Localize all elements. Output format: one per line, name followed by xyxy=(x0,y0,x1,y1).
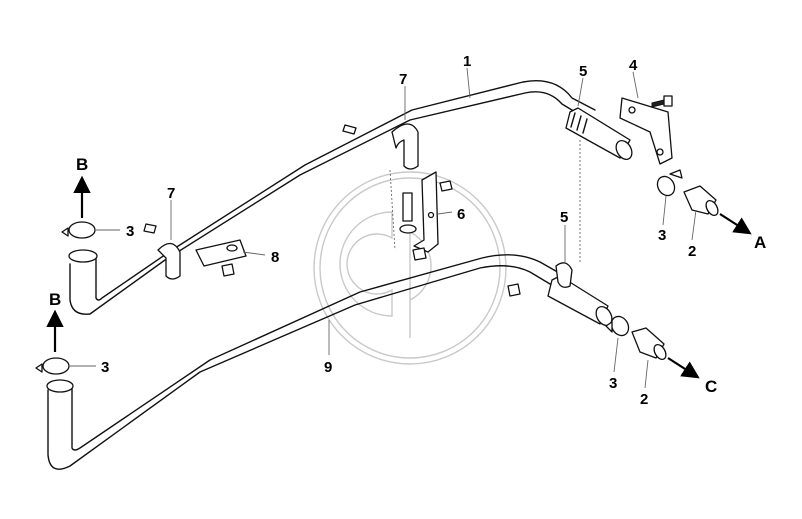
leader-lines xyxy=(70,67,697,389)
pipe-end-lower xyxy=(547,275,613,326)
callout-3-lower-left: 3 xyxy=(101,359,109,376)
callout-5-upper: 5 xyxy=(579,63,587,80)
hose-clamp-3-lower-right xyxy=(605,315,630,337)
hose-clamp-3-upper-right xyxy=(656,169,683,197)
flow-label-C: C xyxy=(705,377,717,396)
bracket-part-6 xyxy=(399,171,453,261)
callout-3-lower-right: 3 xyxy=(609,375,617,392)
fitting-part-2-lower xyxy=(631,327,667,361)
flow-label-A: A xyxy=(754,233,766,252)
callout-7-upper: 7 xyxy=(399,71,407,88)
callout-1: 1 xyxy=(463,53,471,70)
callout-3-upper-left: 3 xyxy=(126,223,134,240)
clamp-part-5-lower xyxy=(507,262,573,297)
callout-2-upper: 2 xyxy=(688,243,696,260)
flow-label-B-upper: B xyxy=(76,155,88,174)
callout-7-lower: 7 xyxy=(167,185,175,202)
fitting-part-2-upper xyxy=(683,185,719,217)
hose-clamp-3-upper-left xyxy=(61,221,96,239)
watermark-logo xyxy=(313,171,507,365)
hose-clamp-3-lower-left xyxy=(35,357,70,375)
callout-9: 9 xyxy=(324,359,332,376)
bracket-part-8 xyxy=(195,239,247,277)
pipe-upper xyxy=(68,80,596,315)
clamp-part-7-lower xyxy=(143,223,181,280)
flow-arrows xyxy=(46,175,752,379)
callout-6: 6 xyxy=(457,206,465,223)
pipe-end-upper xyxy=(565,107,633,160)
callout-4: 4 xyxy=(629,57,638,74)
flow-label-B-lower: B xyxy=(49,290,61,309)
clamp-part-7-upper xyxy=(342,123,419,170)
callout-8: 8 xyxy=(271,249,279,266)
bracket-part-4 xyxy=(619,95,673,165)
callout-5-lower: 5 xyxy=(560,209,568,226)
callout-3-upper-right: 3 xyxy=(658,227,666,244)
pipe-lower xyxy=(46,254,569,470)
callout-2-lower: 2 xyxy=(640,391,648,408)
